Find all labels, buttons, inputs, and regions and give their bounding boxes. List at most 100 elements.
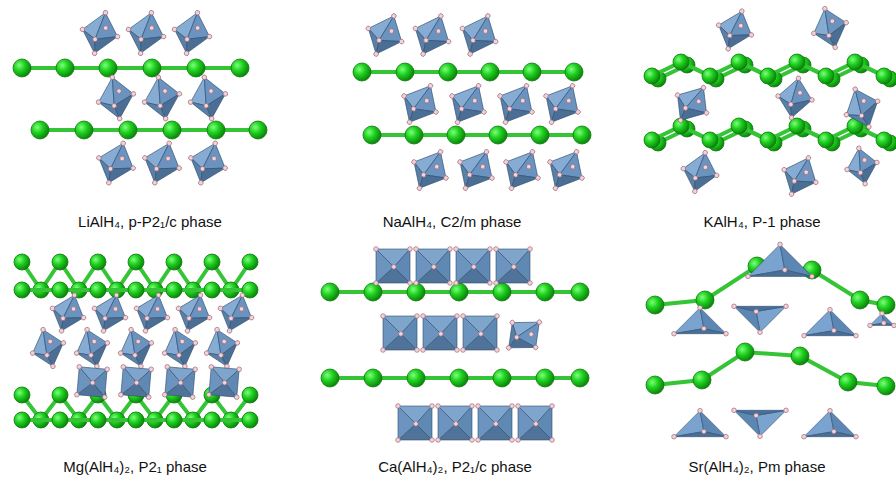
hydrogen-atom <box>454 281 459 286</box>
metal-atom <box>364 283 382 301</box>
alh6-octahedron <box>493 140 551 201</box>
metal-atom <box>364 369 382 387</box>
hydrogen-atom <box>228 315 234 321</box>
metal-atom <box>531 126 549 144</box>
hydrogen-atom <box>811 31 817 37</box>
hydrogen-atom <box>852 86 858 92</box>
hydrogen-atom <box>462 185 468 191</box>
metal-chain <box>363 126 591 144</box>
hydrogen-atom <box>149 25 155 31</box>
alh6-octahedron <box>89 134 143 192</box>
hydrogen-atom <box>716 22 722 28</box>
polyhedron-face <box>553 168 582 198</box>
hydrogen-atom <box>186 315 192 321</box>
hydrogen-atom <box>206 392 211 397</box>
hydrogen-atom <box>149 367 154 372</box>
polyhedron-face <box>700 308 726 334</box>
hydrogen-atom <box>828 307 833 312</box>
hydrogen-atom <box>475 83 481 89</box>
metal-atom <box>731 118 747 134</box>
hydrogen-atom <box>381 348 386 353</box>
hydrogen-atom <box>249 315 255 321</box>
alh4-tetrahedron <box>746 242 815 279</box>
polyhedron-edge <box>775 75 815 120</box>
polyhedron-face <box>89 343 113 367</box>
polyhedron-face <box>143 311 168 336</box>
metal-atom <box>14 387 30 403</box>
hydrogen-atom <box>528 331 534 337</box>
hydrogen-atom <box>197 306 203 312</box>
alh6-octahedron-axial <box>118 364 153 399</box>
hydrogen-atom <box>481 109 487 115</box>
hydrogen-atom <box>470 37 476 43</box>
hydrogen-atom <box>412 25 418 31</box>
phase-caption: Ca(AlH₄)₂, P2₁/c phase <box>376 458 534 476</box>
hydrogen-atom <box>165 364 170 369</box>
hydrogen-atom <box>414 422 419 427</box>
metal-atom <box>876 68 892 84</box>
metal-atom <box>571 369 589 387</box>
hydrogen-atom <box>448 281 453 286</box>
hydrogen-atom <box>732 304 737 309</box>
hydrogen-atom <box>142 99 147 104</box>
hydrogen-atom <box>512 265 517 270</box>
alh6-octahedron-axial <box>436 404 475 443</box>
hydrogen-atom <box>470 404 475 409</box>
hydrogen-atom <box>81 315 87 321</box>
hydrogen-atom <box>131 91 136 96</box>
hydrogen-atom <box>682 105 688 111</box>
hydrogen-atom <box>162 392 167 397</box>
hydrogen-atom <box>843 20 849 26</box>
metal-atom <box>99 59 117 77</box>
hydrogen-atom <box>495 314 500 319</box>
hydrogen-atom <box>454 422 459 427</box>
hydrogen-atom <box>161 34 167 40</box>
hydrogen-atom <box>152 180 158 186</box>
hydrogen-atom <box>476 404 481 409</box>
hydrogen-atom <box>570 164 576 170</box>
alh4-tetrahedron <box>732 408 789 439</box>
metal-atom <box>407 283 425 301</box>
hydrogen-atom <box>858 170 863 175</box>
phase-caption: KAlH₄, P-1 phase <box>701 213 822 231</box>
hydrogen-atom <box>399 332 404 337</box>
alh4-tetrahedron <box>802 307 859 338</box>
hydrogen-atom <box>529 149 535 155</box>
hydrogen-atom <box>392 265 397 270</box>
hydrogen-atom <box>696 98 702 104</box>
hydrogen-atom <box>482 28 488 34</box>
hydrogen-atom <box>727 33 733 39</box>
hydrogen-atom <box>775 93 780 98</box>
hydrogen-atom <box>796 76 801 81</box>
metal-atom <box>90 412 106 428</box>
hydrogen-atom <box>40 327 46 333</box>
hydrogen-atom <box>106 180 112 186</box>
alh6-octahedron <box>391 74 449 135</box>
hydrogen-atom <box>702 326 707 331</box>
hydrogen-atom <box>423 37 429 43</box>
metal-atom <box>839 373 857 391</box>
hydrogen-atom <box>738 23 744 29</box>
polyhedron-edge <box>141 74 183 122</box>
metal-atom <box>851 291 869 309</box>
hydrogen-atom <box>179 339 185 345</box>
hydrogen-atom <box>854 333 859 338</box>
polyhedron-edge <box>187 74 229 122</box>
hydrogen-atom <box>526 164 532 170</box>
hydrogen-atom <box>176 352 182 358</box>
metal-atom <box>128 412 144 428</box>
metal-atom <box>128 282 144 298</box>
hydrogen-atom <box>797 90 802 95</box>
alh4-tetrahedron <box>868 311 896 328</box>
alh6-octahedron <box>25 323 72 374</box>
hydrogen-atom <box>396 404 401 409</box>
metal-bond <box>22 66 240 70</box>
hydrogen-atom <box>185 328 191 334</box>
hydrogen-atom <box>96 155 102 161</box>
polyhedron-edge <box>540 143 592 197</box>
hydrogen-atom <box>692 175 698 181</box>
hydrogen-atom <box>190 395 195 400</box>
hydrogen-atom <box>162 350 168 356</box>
hydrogen-atom <box>235 340 241 346</box>
hydrogen-atom <box>866 124 872 130</box>
